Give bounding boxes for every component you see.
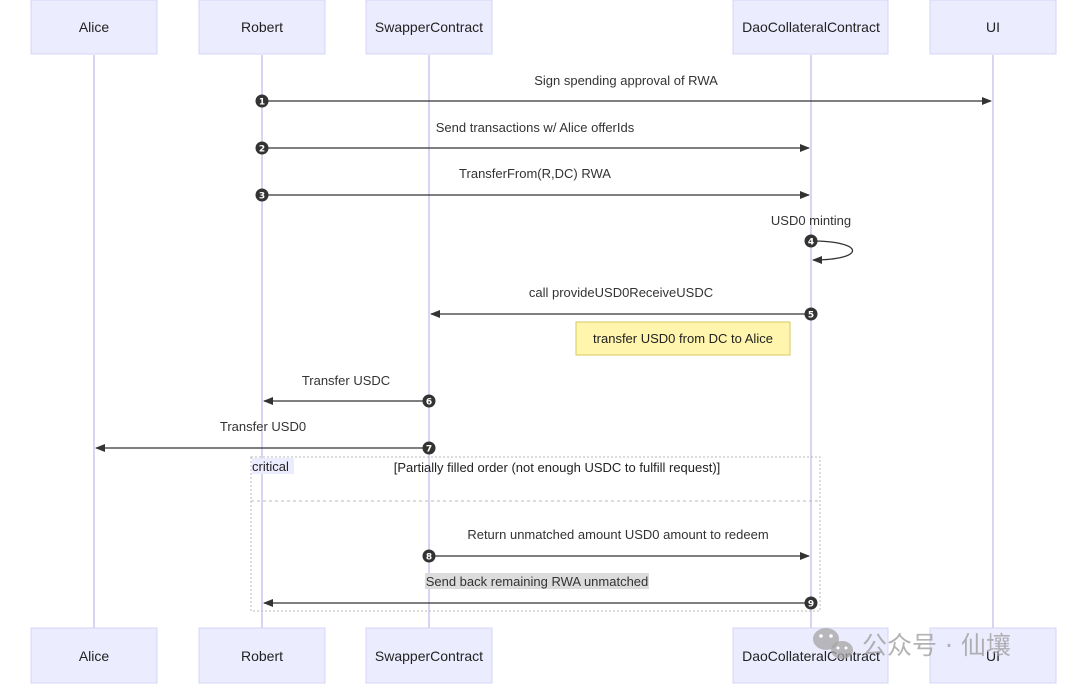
actor-top-ui: UI <box>929 0 1057 55</box>
message-label-highlight <box>425 573 649 589</box>
message-4: USD0 minting 4 <box>771 213 854 264</box>
actor-label: DaoCollateralContract <box>742 19 880 35</box>
sequence-number: 5 <box>808 311 814 321</box>
watermark-text: 公众号 · 仙壤 <box>862 631 1011 660</box>
actor-label: SwapperContract <box>375 648 483 664</box>
sequence-number-badge <box>255 94 269 108</box>
critical-frame <box>250 456 821 612</box>
sequence-number-badge <box>804 307 818 321</box>
note-text: transfer USD0 from DC to Alice <box>593 331 773 346</box>
sequence-number: 6 <box>426 398 432 408</box>
critical-tag-bg <box>252 458 294 474</box>
message-7: Transfer USD0 7 <box>95 419 436 455</box>
sequence-number-badge <box>255 141 269 155</box>
message-label: Transfer USD0 <box>220 419 306 434</box>
actor-bottom-swapper-contract: SwapperContract <box>365 627 493 684</box>
sequence-number: 9 <box>808 600 814 610</box>
sequence-number: 2 <box>259 145 265 155</box>
actor-label: DaoCollateralContract <box>742 648 880 664</box>
sequence-number: 3 <box>259 192 265 202</box>
message-3: TransferFrom(R,DC) RWA 3 <box>255 166 810 202</box>
actor-label: Robert <box>241 19 283 35</box>
message-label: call provideUSD0ReceiveUSDC <box>529 285 713 300</box>
sequence-number-badge <box>804 234 818 248</box>
actor-label: Alice <box>79 19 110 35</box>
message-label: Return unmatched amount USD0 amount to r… <box>467 527 768 542</box>
message-1: Sign spending approval of RWA 1 <box>255 73 992 108</box>
actor-label: Robert <box>241 648 283 664</box>
sequence-number-badge <box>422 549 436 563</box>
wechat-icon <box>813 628 853 659</box>
message-label: Sign spending approval of RWA <box>534 73 718 88</box>
actor-label: Alice <box>79 648 110 664</box>
sequence-number: 7 <box>426 445 432 455</box>
sequence-number: 4 <box>808 238 814 248</box>
message-8: Return unmatched amount USD0 amount to r… <box>422 527 810 563</box>
actor-label: UI <box>986 19 1000 35</box>
actor-bottom-ui: UI <box>929 627 1057 684</box>
message-2: Send transactions w/ Alice offerIds 2 <box>255 120 810 155</box>
sequence-number-badge <box>422 394 436 408</box>
watermark: 公众号 · 仙壤 <box>813 628 1011 660</box>
message-9: Send back remaining RWA unmatched 9 <box>263 573 818 610</box>
message-label: Send back remaining RWA unmatched <box>426 574 649 589</box>
critical-tag: critical <box>252 459 289 474</box>
sequence-number: 8 <box>426 553 432 563</box>
actor-label: UI <box>986 648 1000 664</box>
note-box <box>575 321 791 356</box>
message-6: Transfer USDC 6 <box>263 373 436 408</box>
actor-top-robert: Robert <box>198 0 326 55</box>
actor-top-dao-collateral-contract: DaoCollateralContract <box>732 0 889 55</box>
message-5: call provideUSD0ReceiveUSDC 5 <box>430 285 818 321</box>
critical-block: critical [Partially filled order (not en… <box>250 456 821 612</box>
actor-label: SwapperContract <box>375 19 483 35</box>
actor-top-swapper-contract: SwapperContract <box>365 0 493 55</box>
note: transfer USD0 from DC to Alice <box>575 321 791 356</box>
sequence-number: 1 <box>259 98 265 108</box>
message-label: Transfer USDC <box>302 373 390 388</box>
actor-bottom-robert: Robert <box>198 627 326 684</box>
actor-top-alice: Alice <box>30 0 158 55</box>
actor-bottom-alice: Alice <box>30 627 158 684</box>
sequence-number-badge <box>422 441 436 455</box>
sequence-number-badge <box>804 596 818 610</box>
sequence-number-badge <box>255 188 269 202</box>
message-label: USD0 minting <box>771 213 851 228</box>
critical-condition: [Partially filled order (not enough USDC… <box>394 460 721 475</box>
message-label: Send transactions w/ Alice offerIds <box>436 120 635 135</box>
message-label: TransferFrom(R,DC) RWA <box>459 166 611 181</box>
